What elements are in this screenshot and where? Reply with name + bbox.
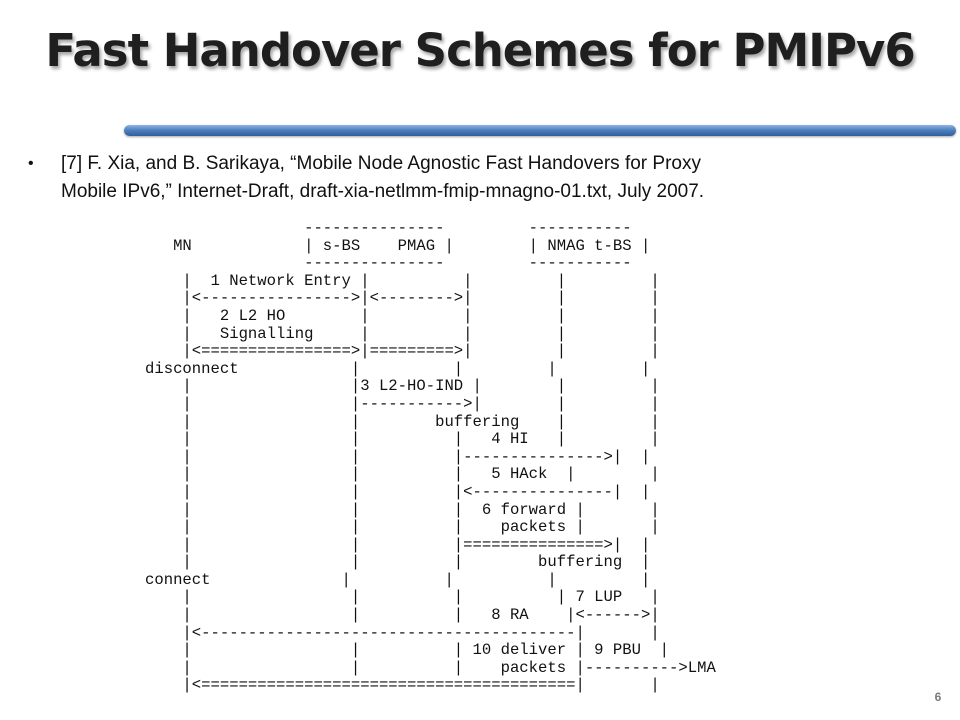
diagram-line: | | | packets | | xyxy=(145,518,660,537)
diagram-line: | 1 Network Entry | | | | xyxy=(145,271,660,290)
reference-text: [7] F. Xia, and B. Sarikaya, “Mobile Nod… xyxy=(61,150,928,206)
diagram-line: | |3 L2-HO-IND | | | xyxy=(145,377,660,396)
diagram-line: | Signalling | | | | xyxy=(145,324,660,343)
title-divider-bar xyxy=(124,125,956,136)
diagram-line: | | | 6 forward | | xyxy=(145,500,660,519)
diagram-line: | | | 8 RA |<------>| xyxy=(145,606,660,625)
diagram-line: | 2 L2 HO | | | | xyxy=(145,306,660,325)
diagram-line: | | |--------------->| | xyxy=(145,447,651,466)
diagram-line: |<---------------->|<-------->| | | xyxy=(145,289,660,308)
diagram-line: | | | 5 HAck | | xyxy=(145,465,660,484)
bullet-icon: • xyxy=(28,155,34,172)
handover-sequence-diagram: --------------- ----------- MN | s-BS PM… xyxy=(145,219,716,695)
diagram-line: | | | buffering | xyxy=(145,553,651,572)
diagram-line: | | | packets |---------->LMA xyxy=(145,658,716,677)
page-number: 6 xyxy=(934,690,942,704)
reference-line-2: Mobile IPv6,” Internet-Draft, draft-xia-… xyxy=(61,181,705,202)
diagram-line: MN | s-BS PMAG | | NMAG t-BS | xyxy=(145,236,651,255)
reference-bullet: • [7] F. Xia, and B. Sarikaya, “Mobile N… xyxy=(28,150,928,206)
diagram-line: | | | | 7 LUP | xyxy=(145,588,660,607)
diagram-line: |<--------------------------------------… xyxy=(145,623,660,642)
reference-line-1: [7] F. Xia, and B. Sarikaya, “Mobile Nod… xyxy=(61,153,701,174)
diagram-line: |<================>|=========>| | | xyxy=(145,342,660,361)
diagram-line: | | buffering | | xyxy=(145,412,660,431)
diagram-line: connect | | | | xyxy=(145,570,651,589)
diagram-line: | |----------->| | | xyxy=(145,394,660,413)
diagram-line: | | | 4 HI | | xyxy=(145,430,660,449)
diagram-line: | | | 10 deliver | 9 PBU | xyxy=(145,641,670,660)
diagram-line: | | |<---------------| | xyxy=(145,482,651,501)
slide-title: Fast Handover Schemes for PMIPv6 xyxy=(45,24,915,77)
diagram-line: | | |===============>| | xyxy=(145,535,651,554)
diagram-line: --------------- ----------- xyxy=(145,254,632,273)
diagram-line: |<======================================… xyxy=(145,676,660,695)
diagram-line: disconnect | | | | xyxy=(145,359,651,378)
diagram-line: --------------- ----------- xyxy=(145,219,632,237)
